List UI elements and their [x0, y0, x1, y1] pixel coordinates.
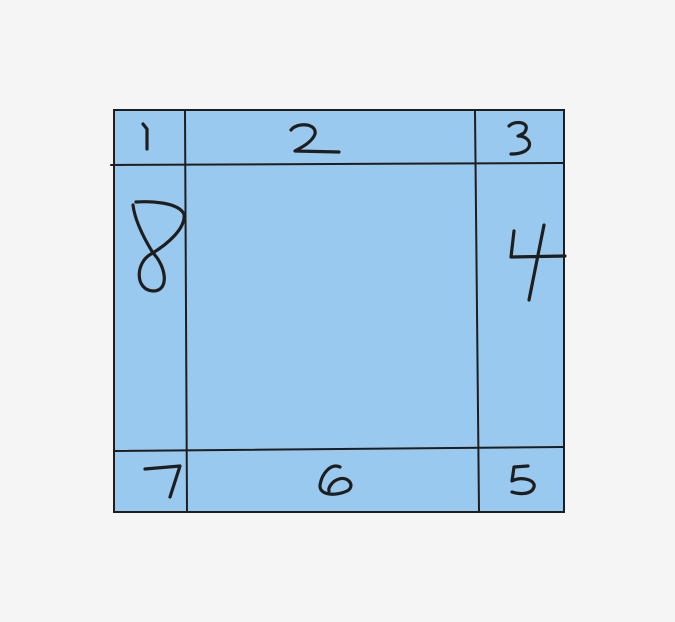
label-6: 6 — [318, 464, 353, 496]
label-7: 7 — [143, 464, 182, 499]
grid-lines — [110, 110, 564, 512]
bottom-horizontal-line — [113, 446, 564, 452]
right-vertical-line — [474, 110, 480, 512]
top-horizontal-line — [110, 162, 564, 166]
left-vertical-line — [184, 110, 188, 512]
label-8: 8 — [131, 200, 186, 293]
outer-rectangle — [113, 109, 565, 513]
label-4: 4 — [509, 223, 567, 302]
label-3: 3 — [507, 120, 532, 156]
label-2: 2 — [289, 123, 341, 154]
cell-labels: 1 2 3 8 4 7 6 5 — [131, 120, 567, 499]
label-5: 5 — [510, 464, 536, 496]
label-1: 1 — [141, 122, 149, 151]
